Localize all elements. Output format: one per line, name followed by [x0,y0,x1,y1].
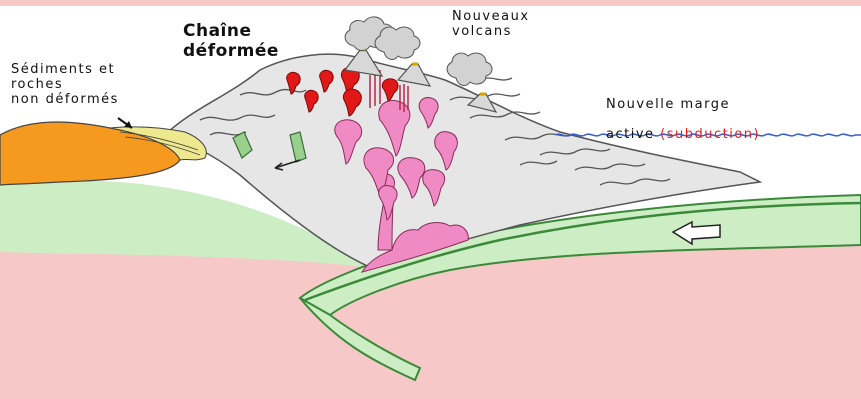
new-volcanoes-label: Nouveaux volcans [452,10,530,40]
chain-title-label: Chaîne déformée [183,22,279,61]
active-margin-line2: active (subduction) [606,128,760,143]
active-margin-label: Nouvelle marge active (subduction) [606,83,760,158]
active-margin-line1: Nouvelle marge [606,98,760,113]
sediments-label: Sédiments et roches non déformés [11,63,119,108]
subduction-accent: (subduction) [660,127,760,142]
top-border-strip [0,0,861,6]
active-margin-prefix: active [606,127,660,142]
